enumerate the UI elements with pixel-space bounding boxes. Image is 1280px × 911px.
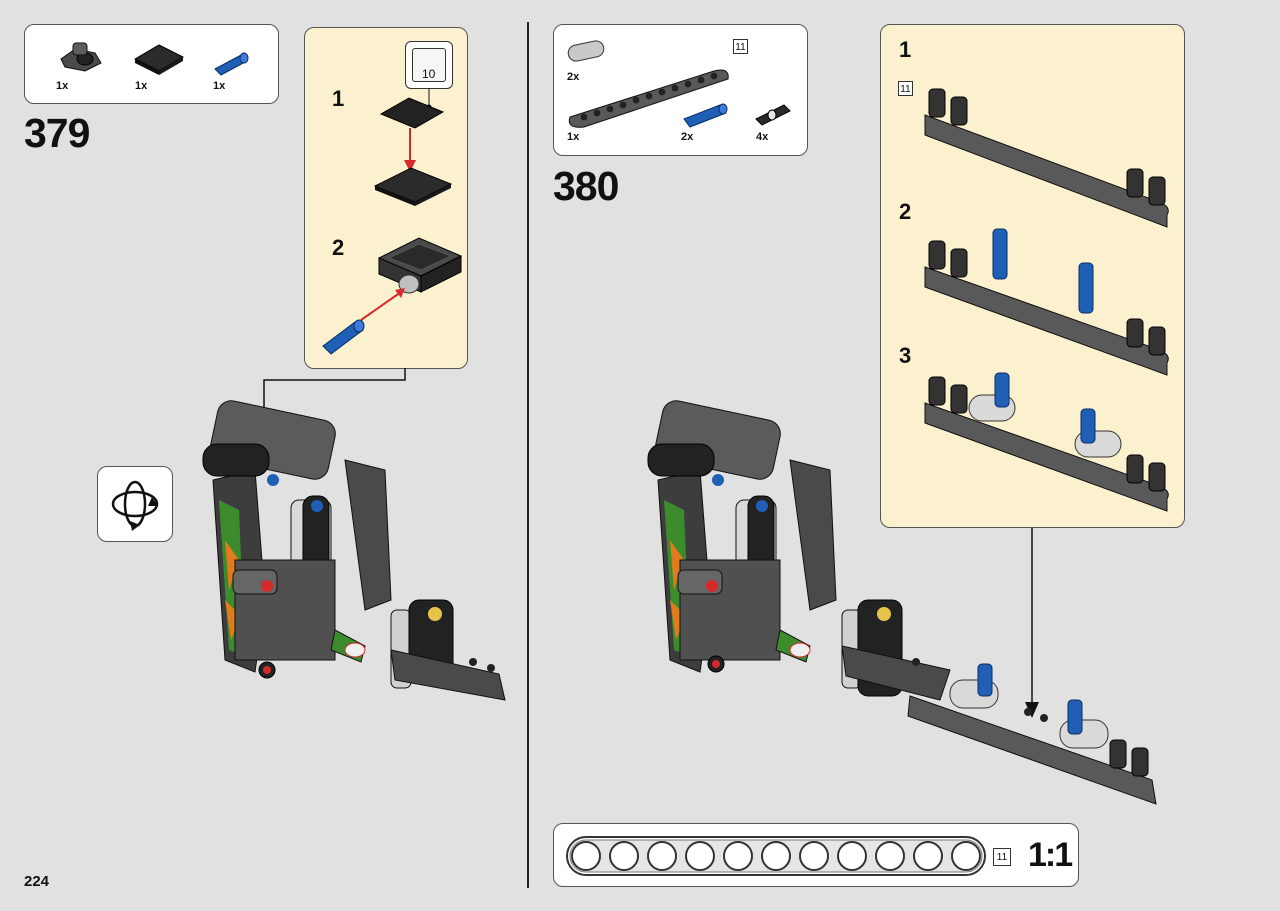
qty-label: 1x xyxy=(213,80,226,92)
page-divider xyxy=(527,22,529,888)
beam-length-indicator: 11 xyxy=(733,39,748,54)
rotate-model-icon xyxy=(97,466,173,542)
sticker-number: 10 xyxy=(422,67,436,81)
pin-connector-part-icon xyxy=(60,42,102,72)
scale-hole xyxy=(609,841,639,871)
rotate-arrows-icon xyxy=(111,480,159,531)
light-gray-beam-3-part-icon xyxy=(567,40,605,62)
qty-label: 1x xyxy=(56,80,69,92)
substep-1-diagram xyxy=(924,88,1169,228)
step-380-parts-list: 2x 11 1x 2x 4x xyxy=(553,24,808,156)
scale-hole xyxy=(951,841,981,871)
step-380-main-model xyxy=(647,400,1157,805)
scale-ratio-label: 1:1 xyxy=(1028,836,1073,874)
sticker-indicator: 10 xyxy=(405,41,453,89)
substep-number: 1 xyxy=(899,37,912,62)
beam-length-indicator: 11 xyxy=(898,81,913,96)
blue-axle-pin-part-icon xyxy=(683,103,728,128)
beam-length-indicator: 11 xyxy=(993,848,1011,866)
substep-2-diagram xyxy=(924,228,1169,376)
substep-number: 1 xyxy=(332,86,345,111)
scale-hole xyxy=(837,841,867,871)
pin-insertion-diagram xyxy=(322,237,463,355)
scale-hole xyxy=(913,841,943,871)
substep-3-diagram xyxy=(924,372,1169,512)
qty-label: 4x xyxy=(756,131,769,143)
scale-holes xyxy=(571,841,981,871)
step-379-parts-list: 1x 1x 1x xyxy=(24,24,279,104)
beam-scale-drawing xyxy=(566,836,986,876)
callout-pointer-arrow xyxy=(1025,528,1039,718)
scale-hole xyxy=(685,841,715,871)
scale-hole xyxy=(723,841,753,871)
qty-label: 2x xyxy=(567,71,580,83)
page-number: 224 xyxy=(24,873,50,890)
substep-number: 2 xyxy=(332,235,345,260)
scale-hole xyxy=(761,841,791,871)
sticker-icon xyxy=(412,48,446,82)
black-tile-part-icon xyxy=(133,44,185,75)
sticker-placement-diagram xyxy=(373,88,453,206)
qty-label: 1x xyxy=(135,80,148,92)
scale-hole xyxy=(799,841,829,871)
step-380-subassembly-callout: 1 11 2 3 xyxy=(880,24,1185,528)
black-friction-pin-part-icon xyxy=(755,104,791,126)
blue-axle-pin-part-icon xyxy=(214,52,249,76)
substep-number: 3 xyxy=(899,343,912,368)
scale-hole xyxy=(875,841,905,871)
qty-label: 1x xyxy=(567,131,580,143)
dark-gray-beam-11-part-icon xyxy=(568,69,729,128)
scale-hole xyxy=(647,841,677,871)
substep-number: 2 xyxy=(899,199,912,224)
step-number-379: 379 xyxy=(24,110,90,156)
step-379-main-model xyxy=(202,400,506,701)
step-379-subassembly-callout: 1 10 2 xyxy=(304,27,468,369)
step-number-380: 380 xyxy=(553,163,619,209)
scale-hole xyxy=(571,841,601,871)
qty-label: 2x xyxy=(681,131,694,143)
scale-indicator: 11 1:1 xyxy=(553,823,1079,887)
